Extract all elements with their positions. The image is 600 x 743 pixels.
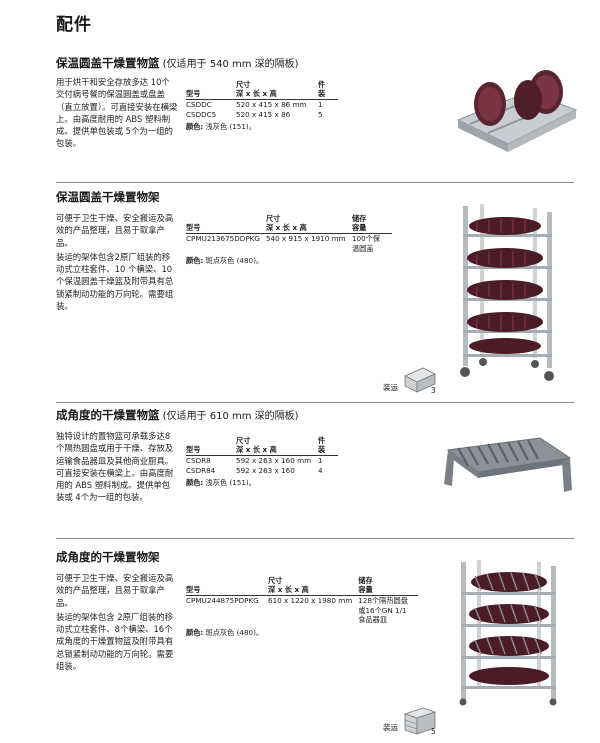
cell-dimensions: 610 x 1220 x 1980 mm — [268, 596, 353, 605]
header-capacity: 储存 容量 — [358, 576, 419, 596]
cell-model: CPMU213675DDPKG — [186, 234, 260, 243]
color-note: 颜色: 浅灰色 (151)。 — [186, 122, 338, 132]
section-title-text: 成角度的干燥置物篮 — [56, 408, 160, 422]
section-title-text: 保温圆盖干燥置物架 — [56, 190, 160, 204]
angled-drying-rack-image — [459, 560, 557, 706]
section-title-note: (仅适用于 540 mm 深的隔板) — [159, 59, 299, 70]
cell-model: CSDDC5 — [186, 109, 217, 119]
description: 可便于卫生干燥、安全搬运及高效的产品整理，且易于取拿产品。 装运的架体包含 2原… — [56, 572, 178, 674]
cell-dimensions: 520 x 415 x 86 mm — [236, 100, 307, 109]
color-label: 颜色: — [186, 478, 204, 488]
cell-dimensions: 592 x 263 x 160 — [236, 465, 295, 475]
shipping-label: 装运 — [383, 723, 398, 732]
header-model: 型号 — [186, 80, 236, 100]
description: 独特设计的置物篮可承载多达8个隔热圆盘或用于干燥、存放及运输食品器皿及其他商业厨… — [56, 430, 178, 506]
color-value: 斑点灰色 (480)。 — [203, 627, 264, 637]
shipping-count: 3 — [431, 386, 436, 395]
color-value: 斑点灰色 (480)。 — [203, 256, 264, 266]
description-paragraph: 装运的架体包含2原厂组装的移动式立柱套件、10 个横梁、10个保温圆盖干燥篮及附… — [56, 251, 174, 312]
cell-pack: 1 — [318, 100, 323, 109]
section-dome-drying-rack: 保温圆盖干燥置物架 可便于卫生干燥、安全搬运及高效的产品整理，且易于取拿产品。 … — [56, 190, 574, 400]
cell-dimensions: 540 x 915 x 1910 mm — [265, 234, 346, 243]
cell-capacity: 128个隔热圆盘 或16个GN 1/1 食品器皿 — [358, 596, 408, 625]
table-row: CPMU213675DDPKG 540 x 915 x 1910 mm 100个… — [186, 234, 392, 254]
page-title: 配件 — [56, 15, 92, 35]
shipping-count: 5 — [431, 727, 436, 736]
section-angled-drying-rack: 成角度的干燥置物架 可便于卫生干燥、安全搬运及高效的产品整理，且易于取拿产品。 … — [56, 550, 574, 740]
table-row: CSDR84 592 x 263 x 160 4 — [186, 466, 338, 476]
header-model: 型号 — [186, 576, 268, 596]
description-paragraph: 用于烘干和安全存放多达 10个交付病号餐的保温圆盖或盘盖（直立放置）。可直接安装… — [56, 77, 178, 149]
section-dome-drying-basket: 保温圆盖干燥置物篮 (仅适用于 540 mm 深的隔板) 用于烘干和安全存放多达… — [56, 56, 574, 166]
spec-table: 型号 尺寸 深 x 长 x 高 储存 容量 CPMU213675DDPKG 54… — [186, 214, 392, 266]
cell-capacity: 100个保 温圆盖 — [351, 234, 381, 253]
header-model: 型号 — [186, 436, 236, 456]
color-value: 浅灰色 (151)。 — [203, 478, 256, 488]
header-dimensions: 尺寸 深 x 长 x 高 — [265, 214, 352, 234]
header-dimensions: 尺寸 深 x 长 x 高 — [268, 576, 359, 596]
section-divider — [56, 538, 574, 539]
header-pack: 件装 — [318, 80, 338, 100]
dome-drying-basket-image — [456, 70, 578, 152]
table-row: CSDDC5 520 x 415 x 86 5 — [186, 110, 338, 120]
color-value: 浅灰色 (151)。 — [203, 122, 256, 132]
cell-pack: 4 — [318, 465, 323, 475]
header-model: 型号 — [186, 214, 266, 234]
color-note: 颜色: 斑点灰色 (480)。 — [186, 256, 392, 266]
table-row: CSDR8 592 x 263 x 160 mm 1 — [186, 456, 338, 466]
description: 可便于卫生干燥、安全搬运及高效的产品整理，且易于取拿产品。 装运的架体包含2原厂… — [56, 212, 178, 314]
shipping-label: 装运 — [383, 383, 398, 392]
description: 用于烘干和安全存放多达 10个交付病号餐的保温圆盖或盘盖（直立放置）。可直接安装… — [56, 76, 178, 152]
spec-table: 型号 尺寸 深 x 长 x 高 储存 容量 CPMU244875PDPKG 61… — [186, 576, 419, 638]
section-title: 保温圆盖干燥置物篮 (仅适用于 540 mm 深的隔板) — [56, 56, 574, 72]
section-divider — [56, 402, 574, 403]
section-divider — [56, 182, 574, 183]
table-row: CPMU244875PDPKG 610 x 1220 x 1980 mm 128… — [186, 596, 418, 625]
cell-model: CPMU244875PDPKG — [186, 596, 259, 605]
section-title: 成角度的干燥置物架 — [56, 550, 574, 564]
section-title-note: (仅适用于 610 mm 深的隔板) — [159, 411, 299, 422]
dome-drying-rack-image — [460, 204, 554, 381]
description-paragraph: 独特设计的置物篮可承载多达8个隔热圆盘或用于干燥、存放及运输食品器皿及其他商业厨… — [56, 431, 174, 503]
description-paragraph: 装运的架体包含 2原厂组装的移动式立柱套件、8个横梁、16个成角度的干燥置物篮及… — [56, 611, 174, 672]
cell-pack: 1 — [318, 456, 323, 465]
shipping-box-icon — [403, 707, 437, 735]
cell-pack: 5 — [318, 109, 323, 119]
cell-model: CSDR84 — [186, 465, 216, 475]
color-note: 颜色: 浅灰色 (151)。 — [186, 478, 338, 488]
spec-table: 型号 尺寸 深 x 长 x 高 件装 CSDDC 520 x 415 x 86 … — [186, 80, 338, 132]
header-capacity: 储存 容量 — [351, 214, 392, 234]
shipping-box-icon — [404, 367, 436, 393]
section-title: 成角度的干燥置物篮 (仅适用于 610 mm 深的隔板) — [56, 408, 574, 424]
header-dimensions: 尺寸 深 x 长 x 高 — [236, 436, 318, 456]
cell-model: CSDDC — [186, 100, 212, 109]
description-paragraph: 可便于卫生干燥、安全搬运及高效的产品整理，且易于取拿产品。 — [56, 573, 174, 608]
section-title-text: 成角度的干燥置物架 — [56, 550, 160, 564]
angled-drying-basket-image — [444, 437, 572, 492]
description-paragraph: 可便于卫生干燥、安全搬运及高效的产品整理，且易于取拿产品。 — [56, 213, 174, 248]
cell-dimensions: 520 x 415 x 86 — [236, 109, 291, 119]
color-label: 颜色: — [186, 256, 204, 266]
cell-dimensions: 592 x 263 x 160 mm — [236, 456, 312, 465]
color-label: 颜色: — [186, 627, 204, 637]
color-label: 颜色: — [186, 122, 204, 132]
spec-table: 型号 尺寸 深 x 长 x 高 件装 CSDR8 592 x 263 x 160… — [186, 436, 338, 488]
table-row: CSDDC 520 x 415 x 86 mm 1 — [186, 100, 338, 110]
cell-model: CSDR8 — [186, 456, 211, 465]
header-pack: 件装 — [318, 436, 338, 456]
header-dimensions: 尺寸 深 x 长 x 高 — [236, 80, 318, 100]
section-title: 保温圆盖干燥置物架 — [56, 190, 574, 204]
section-title-text: 保温圆盖干燥置物篮 — [56, 56, 160, 70]
section-angled-drying-basket: 成角度的干燥置物篮 (仅适用于 610 mm 深的隔板) 独特设计的置物篮可承载… — [56, 408, 574, 518]
color-note: 颜色: 斑点灰色 (480)。 — [186, 628, 418, 638]
